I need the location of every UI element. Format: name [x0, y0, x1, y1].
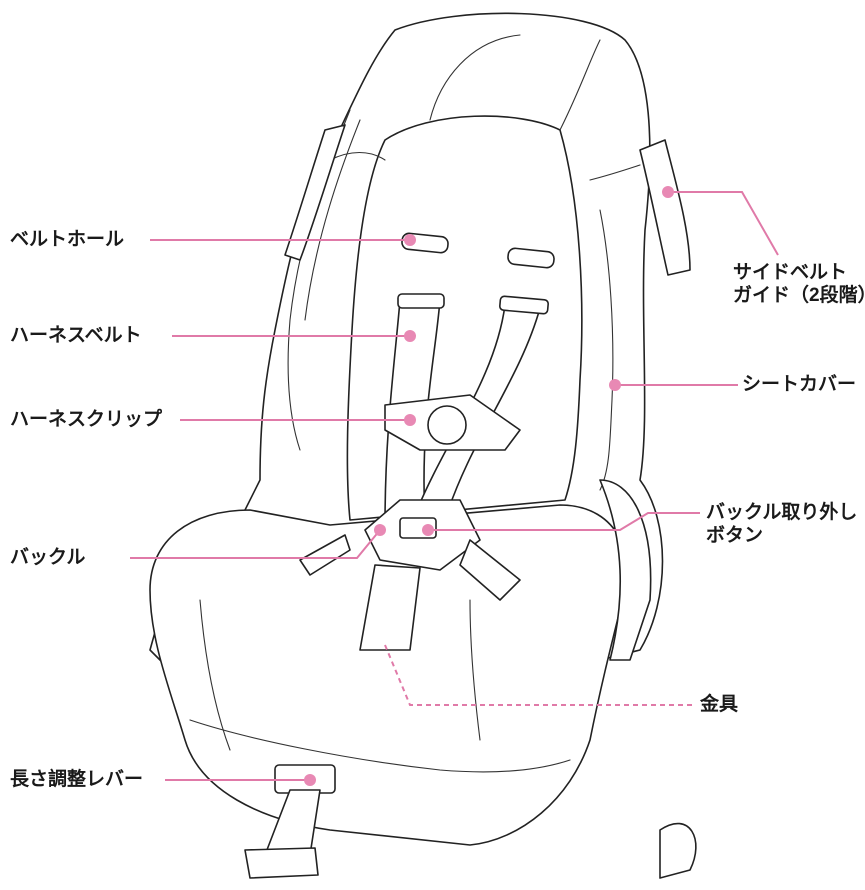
label-belt-hole: ベルトホール [10, 229, 125, 250]
label-buckle: バックル [10, 547, 86, 568]
marker-harness-belt [404, 330, 416, 342]
label-harness-clip: ハーネスクリップ [10, 409, 163, 430]
label-fitting: 金具 [700, 694, 739, 715]
label-buckle-release-button: バックル取り外し ボタン [706, 502, 857, 548]
marker-buckle [374, 524, 386, 536]
strap-slot-right [499, 295, 549, 315]
marker-buckle-release [422, 524, 434, 536]
marker-harness-clip [404, 414, 416, 426]
label-side-belt-guide-line2: ガイド（2段階） [733, 284, 865, 306]
label-buckle-release-line1: バックル取り外し [706, 502, 858, 523]
strap-slot-left [397, 293, 445, 309]
label-buckle-release-line2: ボタン [706, 524, 764, 546]
label-side-belt-guide: サイドベルト ガイド（2段階） [733, 262, 865, 308]
label-harness-belt: ハーネスベルト [10, 325, 142, 346]
crotch-strap [359, 564, 421, 651]
leader-lines [130, 191, 779, 781]
car-seat-illustration [149, 12, 697, 879]
label-side-belt-guide-line1: サイドベルト [733, 262, 848, 283]
marker-length-lever [304, 774, 316, 786]
label-length-adjust-lever: 長さ調整レバー [10, 769, 144, 790]
label-seat-cover: シートカバー [742, 374, 857, 395]
marker-seat-cover [609, 379, 621, 391]
harness-clip-button [427, 405, 467, 445]
side-belt-guide [639, 139, 691, 276]
marker-belt-hole [404, 234, 416, 246]
marker-dots [304, 186, 674, 786]
belt-hole-right [507, 247, 555, 269]
marker-side-belt-guide [662, 186, 674, 198]
